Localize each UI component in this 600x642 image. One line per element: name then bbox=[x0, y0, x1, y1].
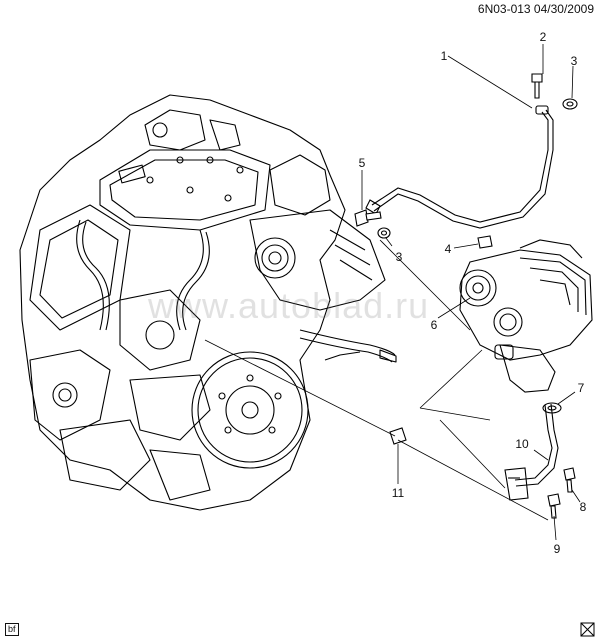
callout-6: 6 bbox=[430, 318, 438, 332]
oil-feed-pipe bbox=[365, 105, 554, 229]
diagram-reference: 6N03-013 04/30/2009 bbox=[477, 2, 594, 16]
watermark: www.autoblad.ru bbox=[148, 285, 430, 326]
hardware-parts bbox=[354, 73, 578, 519]
callout-5: 5 bbox=[358, 156, 366, 170]
turbocharger bbox=[459, 239, 593, 393]
callout-10: 10 bbox=[515, 437, 529, 451]
callout-3-top: 3 bbox=[570, 54, 578, 68]
oil-return-pipe bbox=[504, 403, 559, 501]
callout-4: 4 bbox=[444, 242, 452, 256]
corner-crop-mark bbox=[580, 622, 595, 637]
callout-3-lower: 3 bbox=[395, 250, 403, 264]
engine-assembly bbox=[19, 94, 397, 511]
footer-tag: bf bbox=[5, 623, 19, 636]
callout-11: 11 bbox=[391, 486, 405, 500]
callout-8: 8 bbox=[579, 500, 587, 514]
leader-lines bbox=[204, 44, 581, 541]
callout-2: 2 bbox=[539, 30, 547, 44]
callout-1: 1 bbox=[440, 49, 448, 63]
callout-7: 7 bbox=[577, 381, 585, 395]
callout-9: 9 bbox=[553, 542, 561, 556]
